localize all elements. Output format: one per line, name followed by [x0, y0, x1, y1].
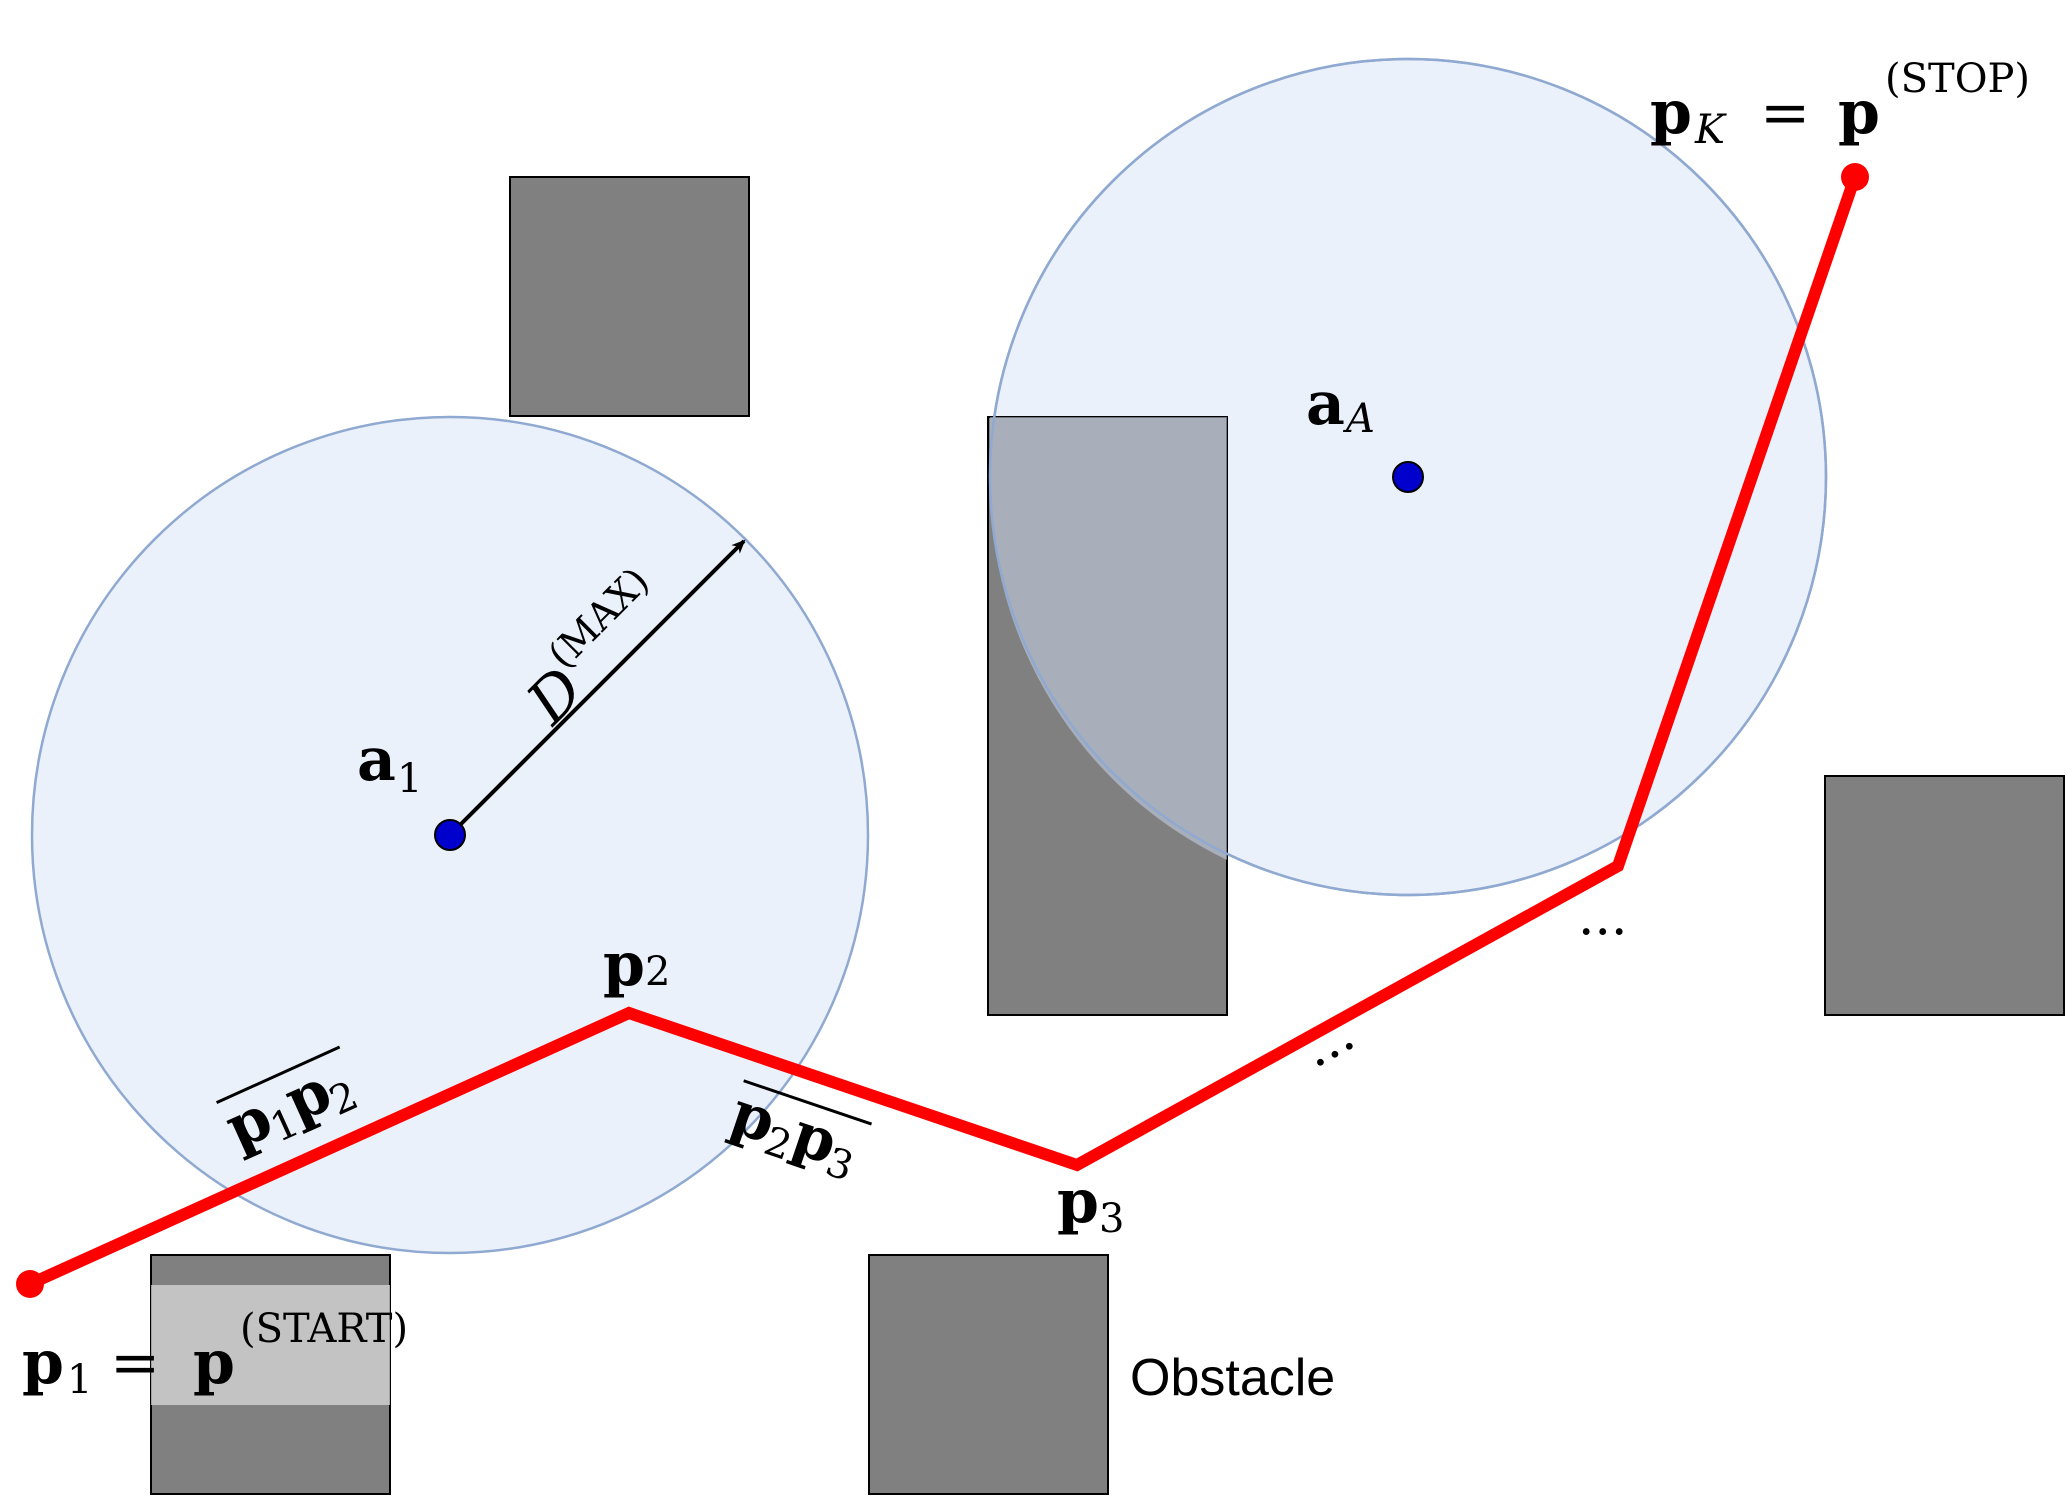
waypoint-dot-icon [16, 1270, 44, 1298]
svg-text:1: 1 [67, 1357, 92, 1403]
svg-text:a: a [357, 725, 396, 795]
arrow-icon [448, 539, 746, 837]
start-label-highlight [151, 1285, 390, 1405]
svg-text:(STOP): (STOP) [1885, 56, 2030, 102]
trajectory-path [27, 175, 1861, 1290]
aA-label: a A [1306, 369, 1375, 442]
svg-text:2: 2 [645, 949, 670, 995]
waypoint-dot-icon [1841, 163, 1869, 191]
p2-label: p 2 [603, 930, 670, 1000]
svg-text:K: K [1694, 107, 1727, 153]
obstacle-top-center [509, 176, 750, 417]
obstacle-bottom-center [868, 1254, 1109, 1495]
start-label: p 1 = p (START) [22, 1306, 408, 1403]
a1-label: a 1 [357, 725, 422, 802]
obstacle-label: Obstacle [1130, 1349, 1335, 1407]
ellipsis-along-path: ··· [1299, 1017, 1371, 1094]
p3-label: p 3 [1057, 1167, 1124, 1242]
svg-text:p: p [1650, 78, 1692, 148]
svg-text:a: a [1306, 369, 1345, 439]
svg-text:1: 1 [397, 756, 422, 802]
segment-p2p3-label: p 2 p 3 [722, 1078, 873, 1191]
ellipsis-near-corner: ··· [1578, 903, 1628, 963]
svg-text:=: = [110, 1328, 160, 1398]
coverage-circle-aA-outline [988, 57, 1828, 897]
obstacle-right [1824, 775, 2065, 1016]
anchor-dot-icon [434, 819, 466, 851]
svg-text:A: A [1342, 396, 1375, 442]
svg-text:···: ··· [1299, 1017, 1371, 1094]
svg-text:3: 3 [1099, 1196, 1124, 1242]
svg-text:(START): (START) [240, 1306, 408, 1352]
stop-label: p K = p (STOP) [1650, 56, 2030, 153]
svg-text:p: p [1838, 78, 1880, 148]
anchor-dot-icon [1392, 461, 1424, 493]
svg-text:p: p [603, 930, 645, 1000]
svg-text:=: = [1760, 78, 1810, 148]
svg-text:p: p [22, 1328, 64, 1398]
svg-text:p: p [1057, 1167, 1099, 1237]
svg-text:p: p [193, 1328, 235, 1398]
circle-overlap-region [989, 417, 1227, 860]
